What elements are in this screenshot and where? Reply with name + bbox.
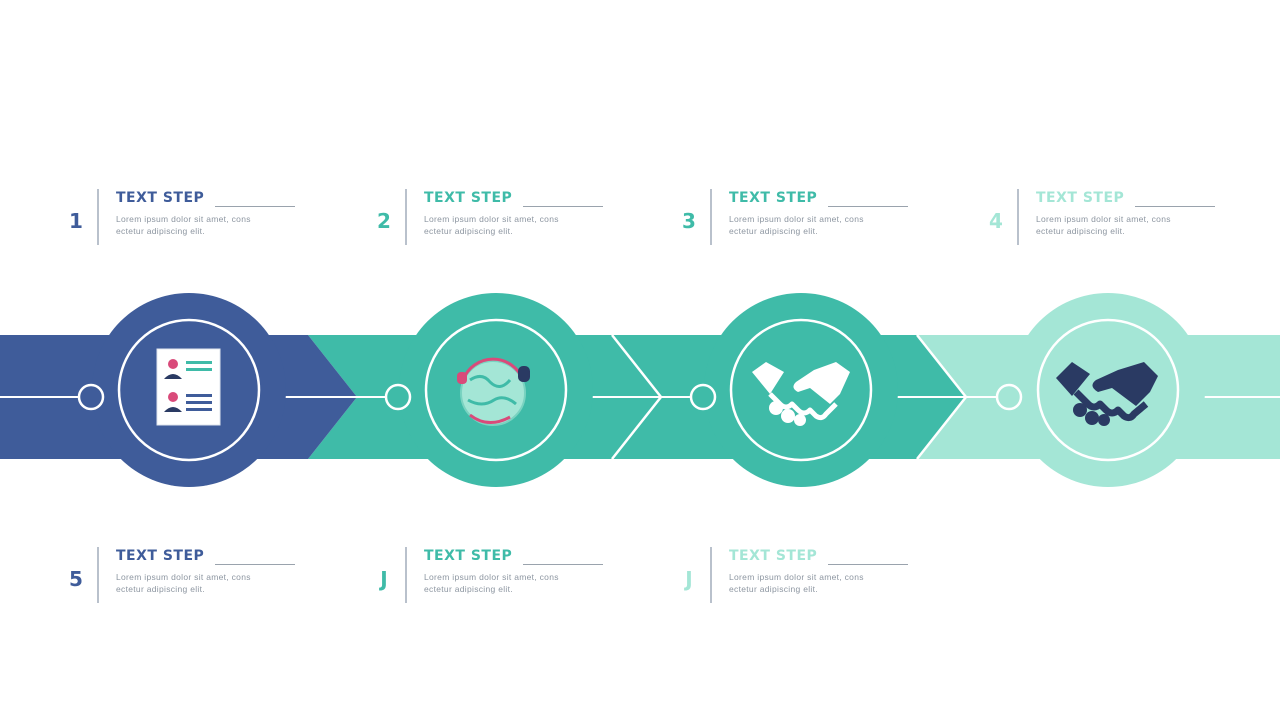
title-rule	[523, 564, 603, 565]
step-text-line: Lorem ipsum dolor sit amet, cons	[424, 214, 559, 224]
title-rule	[828, 564, 908, 565]
step-text-line: Lorem ipsum dolor sit amet, cons	[424, 572, 559, 582]
step-title: TEXT STEP	[424, 548, 513, 564]
step-text-line: Lorem ipsum dolor sit amet, cons	[1036, 214, 1171, 224]
step-text-line: ectetur adipiscing elit.	[424, 226, 513, 236]
step-text-line: ectetur adipiscing elit.	[424, 584, 513, 594]
inner-ring	[117, 318, 261, 462]
step-text-line: Lorem ipsum dolor sit amet, cons	[729, 572, 864, 582]
title-rule	[215, 564, 295, 565]
step-number: J	[380, 567, 388, 591]
connector-node	[384, 383, 412, 411]
step-title: TEXT STEP	[116, 548, 205, 564]
step-3: 3 TEXT STEP Lorem ipsum dolor sit amet, …	[680, 189, 920, 249]
handshake-icon	[1056, 362, 1158, 426]
title-rule	[523, 206, 603, 207]
step-text-line: Lorem ipsum dolor sit amet, cons	[729, 214, 864, 224]
step-title: TEXT STEP	[116, 190, 205, 206]
step-title: TEXT STEP	[1036, 190, 1125, 206]
step-title: TEXT STEP	[424, 190, 513, 206]
title-rule	[215, 206, 295, 207]
connector-node	[689, 383, 717, 411]
step-text-line: ectetur adipiscing elit.	[729, 226, 818, 236]
inner-ring	[424, 318, 568, 462]
step-number: 2	[377, 209, 391, 233]
step-6: J TEXT STEP Lorem ipsum dolor sit amet, …	[375, 547, 615, 607]
id-card-icon	[156, 348, 221, 426]
divider	[405, 547, 407, 603]
step-5: 5 TEXT STEP Lorem ipsum dolor sit amet, …	[67, 547, 307, 607]
step-number: 3	[682, 209, 696, 233]
step-text-line: ectetur adipiscing elit.	[1036, 226, 1125, 236]
inner-ring	[1036, 318, 1180, 462]
title-rule	[1135, 206, 1215, 207]
connector-node	[995, 383, 1023, 411]
step-text-line: Lorem ipsum dolor sit amet, cons	[116, 214, 251, 224]
step-text-line: ectetur adipiscing elit.	[116, 226, 205, 236]
step-title: TEXT STEP	[729, 190, 818, 206]
step-number: 4	[989, 209, 1003, 233]
connector-node	[77, 383, 105, 411]
step-number: 5	[69, 567, 83, 591]
divider	[405, 189, 407, 245]
divider	[710, 189, 712, 245]
step-number: 1	[69, 209, 83, 233]
step-text-line: ectetur adipiscing elit.	[116, 584, 205, 594]
step-text-line: Lorem ipsum dolor sit amet, cons	[116, 572, 251, 582]
step-7: J TEXT STEP Lorem ipsum dolor sit amet, …	[680, 547, 920, 607]
step-title: TEXT STEP	[729, 548, 818, 564]
globe-headset-icon	[457, 357, 530, 426]
step-number: J	[685, 567, 693, 591]
title-rule	[828, 206, 908, 207]
step-1: 1 TEXT STEP Lorem ipsum dolor sit amet, …	[67, 189, 307, 249]
step-text-line: ectetur adipiscing elit.	[729, 584, 818, 594]
divider	[97, 189, 99, 245]
step-circle-4	[1011, 293, 1205, 487]
divider	[1017, 189, 1019, 245]
step-4: 4 TEXT STEP Lorem ipsum dolor sit amet, …	[987, 189, 1227, 249]
divider	[710, 547, 712, 603]
step-2: 2 TEXT STEP Lorem ipsum dolor sit amet, …	[375, 189, 615, 249]
inner-ring	[729, 318, 873, 462]
divider	[97, 547, 99, 603]
handshake-icon	[752, 362, 850, 426]
